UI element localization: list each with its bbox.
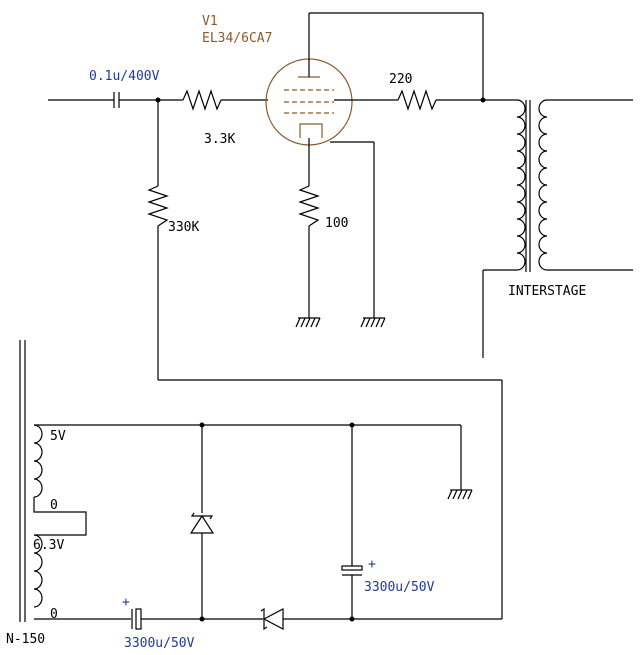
filter-capacitor	[341, 565, 363, 576]
ground-icon	[360, 317, 386, 328]
interstage-transformer	[516, 99, 548, 272]
bias-transformer	[19, 340, 43, 622]
diode-vertical	[189, 512, 215, 534]
filter-cap-plus: +	[368, 557, 376, 572]
junction-dot	[199, 616, 205, 622]
ground-icon	[447, 489, 473, 500]
bias-transformer-label: N-150	[6, 632, 45, 647]
input-capacitor	[113, 92, 120, 108]
tap-5v: 5V	[50, 429, 66, 444]
cathode-resistor-value: 100	[325, 216, 348, 231]
series-capacitor	[131, 608, 142, 630]
series-cap-value: 3300u/50V	[124, 636, 195, 651]
grid-stopper-resistor	[182, 89, 222, 111]
tube-type: EL34/6CA7	[202, 31, 272, 46]
cathode-resistor	[298, 185, 320, 227]
ground-icon	[295, 317, 321, 328]
filter-cap-value: 3300u/50V	[364, 580, 435, 595]
grid-leak-resistor	[147, 185, 169, 227]
tube-ref: V1	[202, 14, 218, 29]
interstage-label: INTERSTAGE	[508, 284, 586, 299]
tap-0-upper: 0	[50, 498, 58, 513]
screen-resistor	[397, 89, 437, 111]
diode-horizontal	[260, 607, 284, 631]
screen-resistor-value: 220	[389, 72, 412, 87]
series-cap-plus: +	[122, 595, 130, 610]
input-cap-value: 0.1u/400V	[89, 69, 160, 84]
wire-winding-link	[33, 497, 87, 536]
grid-leak-value: 330K	[168, 220, 199, 235]
junction-dot-plate	[480, 97, 486, 103]
grid-stopper-value: 3.3K	[204, 132, 235, 147]
tap-6v3: 6.3V	[33, 538, 64, 553]
tap-0-lower: 0	[50, 607, 58, 622]
